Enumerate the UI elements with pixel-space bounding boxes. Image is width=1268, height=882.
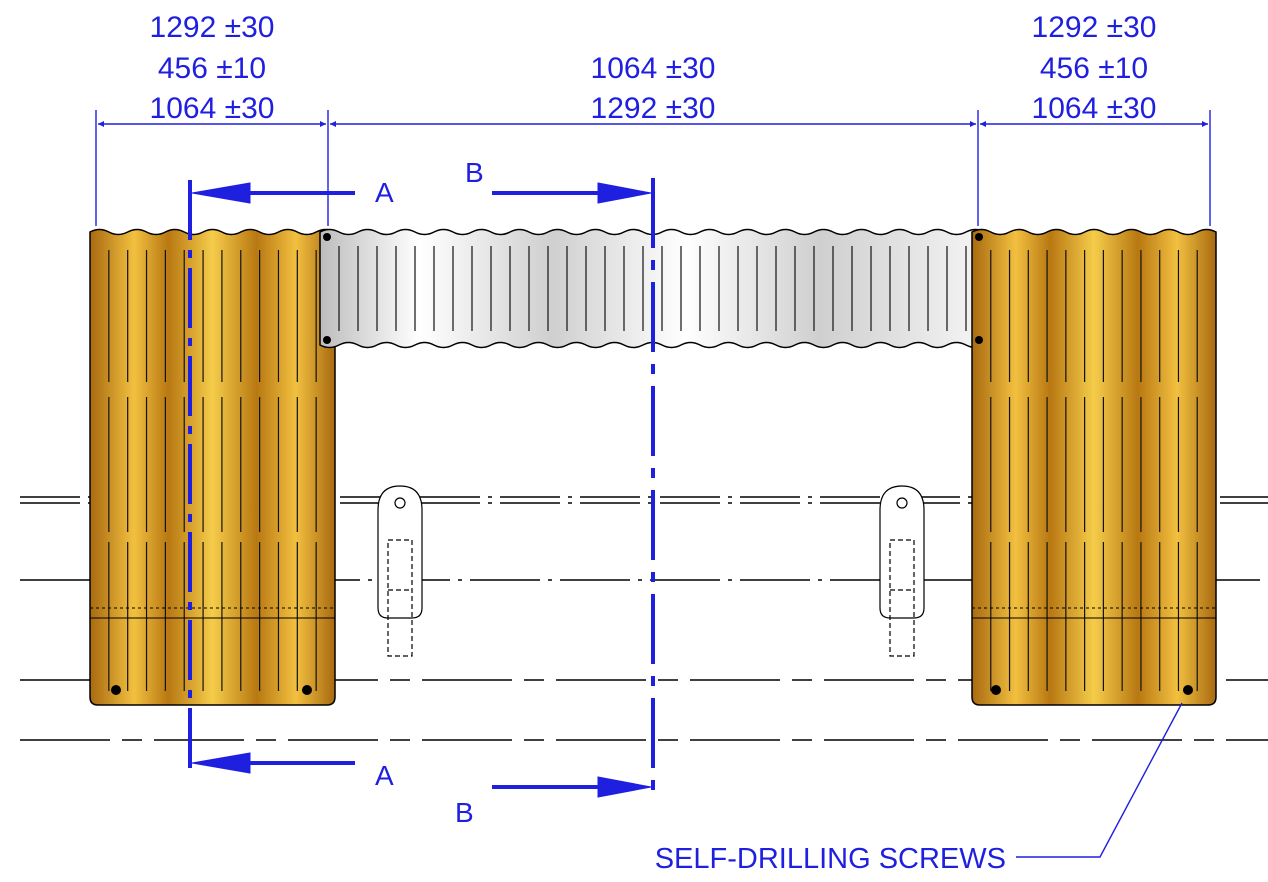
callout-self-drilling-screws: SELF-DRILLING SCREWS: [655, 843, 1006, 875]
screw: [991, 685, 1001, 695]
screw: [975, 233, 983, 241]
section-a-label-top: A: [375, 177, 394, 208]
screw: [111, 685, 121, 695]
dim-left-1: 1292 ±30: [150, 11, 275, 44]
section-lines: [188, 178, 655, 802]
bracket-left: [377, 485, 423, 657]
section-a-label-bottom: A: [375, 760, 394, 791]
corrugated-panel-left: [89, 228, 336, 706]
corrugated-panel-right: [971, 228, 1217, 706]
dim-center-2: 1292 ±30: [591, 92, 716, 125]
screw: [323, 336, 331, 344]
dim-right-3: 1064 ±30: [1032, 92, 1157, 125]
dim-right-1: 1292 ±30: [1032, 11, 1157, 44]
panel-body: [89, 228, 336, 706]
screw: [302, 685, 312, 695]
dim-left-2: 456 ±10: [158, 52, 266, 85]
section-b-label-bottom: B: [455, 797, 474, 828]
dimension-text-left: 1292 ±30 456 ±10 1064 ±30: [150, 11, 275, 125]
screw: [975, 336, 983, 344]
dim-right-2: 456 ±10: [1040, 52, 1148, 85]
callout-leader: [1016, 702, 1183, 858]
screw-group: [111, 233, 1193, 695]
section-b-label-top: B: [465, 157, 484, 188]
dimension-text-center: 1064 ±30 1292 ±30: [591, 52, 716, 125]
dimension-text-right: 1292 ±30 456 ±10 1064 ±30: [1032, 11, 1157, 125]
dim-center-1: 1064 ±30: [591, 52, 716, 85]
screw: [1183, 685, 1193, 695]
bracket-right: [879, 485, 925, 657]
screw: [323, 233, 331, 241]
panel-body: [971, 228, 1217, 706]
dimension-lines: [95, 110, 1211, 226]
dim-left-3: 1064 ±30: [150, 92, 275, 125]
